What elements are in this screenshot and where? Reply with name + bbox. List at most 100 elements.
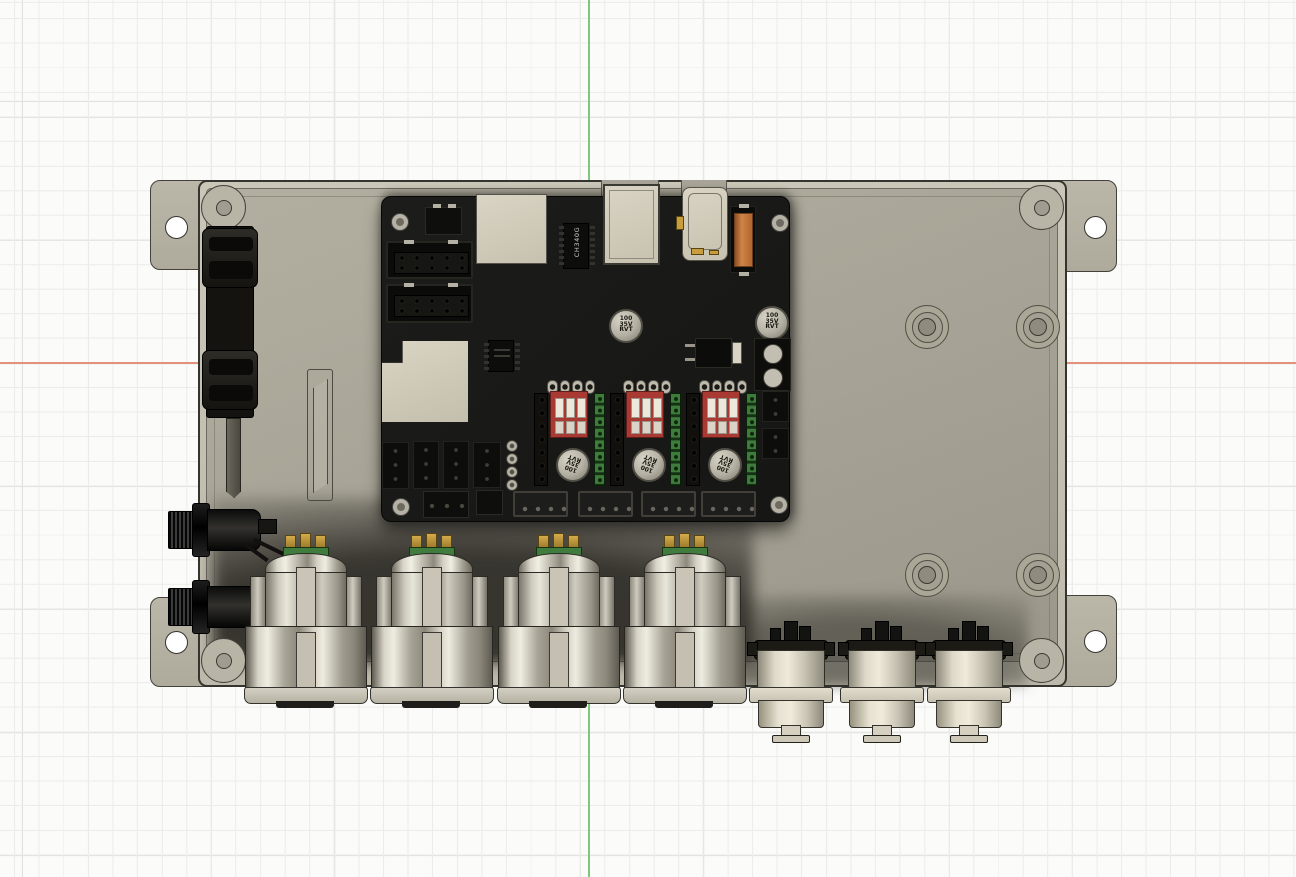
dip-slider[interactable] [631,398,640,418]
controller-pcb[interactable]: CH340G 100 35V RVT 100 35V RVT [381,184,791,522]
flange-hole-icon [165,216,188,239]
dip-slider[interactable] [566,398,575,418]
dip-slider[interactable] [577,398,586,418]
xlr-panel-foot [276,701,334,708]
din-outer-cylinder [758,700,824,728]
idc-key-nub [448,240,458,244]
header-socket-right [746,393,757,486]
side-connector [762,391,789,422]
jst-connector [641,491,696,517]
xlr-panel-foot [655,701,713,708]
voltage-regulator [685,338,742,368]
regulator-pin [685,344,695,347]
xlr-connector-4[interactable] [622,533,747,709]
power-header [423,491,469,518]
xlr-panel-foot [529,701,587,708]
xlr-key-tab-lower [422,632,442,690]
stepper-driver-channel-2[interactable]: 100 35V RVT [610,380,686,486]
idc-key-nub [404,283,414,287]
din-ring-tab [925,642,936,656]
terminal-screw [763,368,783,388]
dip-slider[interactable] [718,398,727,418]
idc-pin-field [394,252,469,274]
ic-pins [590,226,595,268]
din-body [935,650,1003,690]
ic-pins [559,226,564,268]
stepper-driver-channel-3[interactable]: 100 35V RVT [686,380,762,486]
audio-jack-1[interactable] [168,503,300,565]
pin-nub [433,204,441,208]
pad-circle [506,466,518,478]
electrolytic-capacitor: 100 35V RVT [556,448,590,482]
card-guide-slot [307,369,333,501]
terminal-header-2pin [425,204,462,235]
corner-boss [201,185,246,230]
barrel-contact [691,248,704,255]
dip-switch[interactable] [702,391,740,438]
din-connector-1[interactable] [747,618,835,743]
pad-circle [506,453,518,465]
xlr-panel-foot [402,701,460,708]
dip-slot [653,421,662,434]
din-rail-clip-bottom[interactable] [202,350,258,410]
barrel-side-tab [676,216,684,230]
xlr-key-tab [549,567,569,630]
xlr-key-tab [422,567,442,630]
xlr-shell-wing [471,576,488,630]
dip-slider[interactable] [642,398,651,418]
dip-slot [729,421,738,434]
dip-slot [566,421,575,434]
aux-header [476,490,503,515]
stepper-driver-channel-1[interactable]: 100 35V RVT [534,380,610,486]
regulator-pin [685,358,695,361]
xlr-connector-2[interactable] [369,533,494,709]
ic-pins [484,343,489,371]
ic-marking [494,355,510,357]
dip-slot [642,421,651,434]
barrel-contact [709,250,719,255]
dip-switch[interactable] [626,391,664,438]
dip-slider[interactable] [653,398,662,418]
idc-pin-field [394,295,469,317]
screw-boss [1016,553,1060,597]
regulator-body [695,338,732,368]
corner-boss [1019,638,1064,683]
dip-slider[interactable] [555,398,564,418]
screw-boss [1016,305,1060,349]
pcb-mount-hole [393,499,409,515]
screw-boss [905,305,949,349]
electrolytic-capacitor: 100 35V RVT [755,306,789,340]
fuse-body [734,213,753,267]
din-connector-3[interactable] [925,618,1013,743]
dip-slider[interactable] [729,398,738,418]
xlr-connector-1[interactable] [243,533,368,709]
jst-connector [701,491,756,517]
screw-boss [905,553,949,597]
jst-connector [513,491,568,517]
mounting-flange-top-right[interactable] [1057,180,1117,272]
terminal-screw [763,344,783,364]
usb-b-connector[interactable] [603,184,660,265]
dip-switch[interactable] [550,391,588,438]
din-connector-2[interactable] [838,618,926,743]
mcu-ic [484,340,520,372]
idc-key-nub [448,283,458,287]
flange-hole-icon [1084,216,1107,239]
ic-label: CH340G [573,226,581,258]
mounting-flange-bottom-right[interactable] [1057,595,1117,687]
dip-slot [707,421,716,434]
xlr-connector-3[interactable] [496,533,621,709]
din-rail-clip-top[interactable] [202,228,258,288]
dip-slider[interactable] [707,398,716,418]
dc-barrel-jack[interactable] [676,187,728,261]
idc-header-1 [386,240,473,279]
pin-nub [739,204,749,208]
clip-release-rod [226,418,241,498]
din-body [757,650,825,690]
module-footprint [382,341,468,422]
relay-connector [443,441,469,489]
screw-terminal-2pos[interactable] [754,338,791,391]
corner-boss [1019,185,1064,230]
